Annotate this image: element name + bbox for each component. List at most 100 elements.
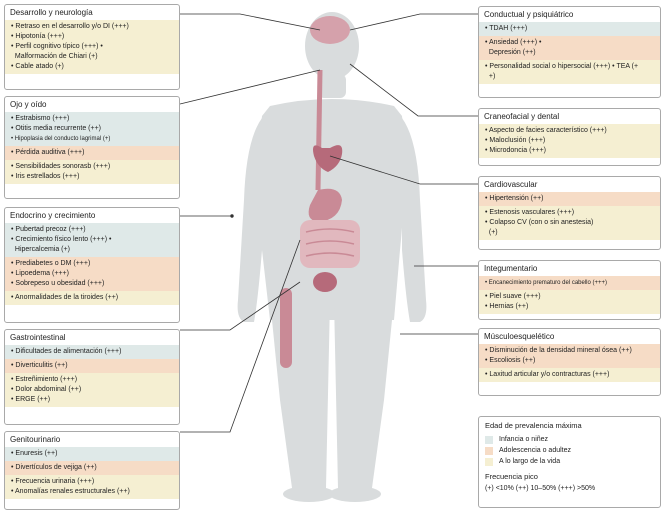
list-item: • Dificultades de alimentación (+++) (11, 348, 122, 355)
swatch-adolescence (485, 446, 493, 455)
list-item: Depresión (++) (488, 49, 536, 56)
list-item: • Crecimiento físico lento (+++) • (11, 236, 112, 243)
band-childhood: • Pubertad precoz (+++) • Crecimiento fí… (5, 223, 179, 257)
legend-title: Edad de prevalencia máxima (485, 421, 582, 430)
list-item: • Piel suave (+++) (485, 293, 541, 300)
list-item: • Ansiedad (+++) • (485, 39, 542, 46)
band-lifelong: • Piel suave (+++) • Hernias (++) (479, 290, 660, 314)
list-item: +) (488, 73, 496, 80)
band-adolescence: • Divertículos de vejiga (++) (5, 461, 179, 475)
list-item: • Cable atado (+) (11, 63, 64, 70)
list-item: • Perfil cognitivo típico (+++) • (11, 43, 103, 50)
list-item: Hipercalcemia (+) (14, 246, 70, 253)
list-item: • Hernias (++) (485, 303, 529, 310)
list-item: • Estenosis vasculares (+++) (485, 209, 575, 216)
band-adolescence: • Diverticulitis (++) (5, 359, 179, 373)
panel-title: Conductual y psiquiátrico (484, 10, 574, 19)
legend-label: A lo largo de la vida (499, 458, 561, 465)
band-lifelong: • Aspecto de facies característico (+++)… (479, 124, 660, 158)
panel-title: Desarrollo y neurología (10, 8, 93, 17)
list-item: • Laxitud articular y/o contracturas (++… (485, 371, 610, 378)
legend-item-adolescence: Adolescencia o adultez (479, 445, 660, 456)
bladder (313, 272, 337, 292)
swatch-childhood (485, 435, 493, 444)
legend-frequency-title: Frecuencia pico (485, 472, 538, 481)
panel-cardiovascular: Cardiovascular • Hipertensión (++) • Est… (478, 176, 661, 250)
list-item: • Anormalidades de la tiroides (++) (11, 294, 119, 301)
body-silhouette (237, 12, 427, 502)
panel-title: Músculoesquelético (484, 332, 555, 341)
list-item: • Iris estrellados (+++) (11, 173, 80, 180)
band-adolescence: • Hipertensión (++) (479, 192, 660, 206)
panel-title: Gastrointestinal (10, 333, 66, 342)
band-lifelong: • Sensibilidades sonorasb (+++) • Iris e… (5, 160, 179, 184)
thigh-muscle (280, 288, 292, 368)
list-item: • Enuresis (++) (11, 450, 58, 457)
list-item: • Frecuencia urinaria (+++) (11, 478, 95, 485)
panel-gastrointestinal: Gastrointestinal • Dificultades de alime… (4, 329, 180, 425)
band-lifelong: • Retraso en el desarrollo y/o DI (+++) … (5, 20, 179, 74)
list-item: • Colapso CV (con o sin anestesia) (485, 219, 594, 226)
band-childhood: • Dificultades de alimentación (+++) (5, 345, 179, 359)
panel-endocrino: Endocrino y crecimiento • Pubertad preco… (4, 207, 180, 323)
panel-musculoesqueletico: Músculoesquelético • Disminución de la d… (478, 328, 661, 396)
panel-title: Ojo y oído (10, 100, 47, 109)
list-item: • TDAH (+++) (485, 25, 528, 32)
legend-item-lifelong: A lo largo de la vida (479, 456, 660, 467)
list-item: • Personalidad social o hipersocial (+++… (485, 63, 639, 70)
legend-label: Infancia o niñez (499, 436, 549, 443)
panel-title: Endocrino y crecimiento (10, 211, 96, 220)
list-item: • Hipertensión (++) (485, 195, 544, 202)
panel-title: Craneofacial y dental (484, 112, 560, 121)
list-item: • Hipotonía (+++) (11, 33, 65, 40)
band-adolescence: • Ansiedad (+++) • Depresión (++) (479, 36, 660, 60)
list-item: • Divertículos de vejiga (++) (11, 464, 97, 471)
panel-genitourinario: Genitourinario • Enuresis (++) • Divertí… (4, 431, 180, 510)
band-lifelong: • Personalidad social o hipersocial (+++… (479, 60, 660, 84)
list-item: • Maloclusión (+++) (485, 137, 546, 144)
list-item: • Sobrepeso u obesidad (+++) (11, 280, 105, 287)
intestines (300, 220, 360, 268)
list-item: • Otitis media recurrente (++) (11, 125, 101, 132)
panel-title: Genitourinario (10, 435, 61, 444)
panel-craneofacial: Craneofacial y dental • Aspecto de facie… (478, 108, 661, 166)
panel-ojo-oido: Ojo y oído • Estrabismo (+++) • Otitis m… (4, 96, 180, 199)
heart (313, 145, 343, 172)
legend-item-childhood: Infancia o niñez (479, 434, 660, 445)
organs (280, 16, 360, 368)
list-item: • Dolor abdominal (++) (11, 386, 82, 393)
swatch-lifelong (485, 457, 493, 466)
legend-frequency-key: (+) <10% (++) 10–50% (+++) >50% (485, 485, 596, 492)
list-item: • Escoliosis (++) (485, 357, 536, 364)
legend-label: Adolescencia o adultez (499, 447, 571, 454)
panel-desarrollo: Desarrollo y neurología • Retraso en el … (4, 4, 180, 90)
band-lifelong: • Frecuencia urinaria (+++) • Anomalías … (5, 475, 179, 499)
esophagus (315, 69, 323, 191)
legend: Edad de prevalencia máxima Infancia o ni… (478, 416, 661, 508)
brain (310, 16, 350, 44)
list-item: • Prediabetes o DM (+++) (11, 260, 91, 267)
list-item: • Microdoncia (+++) (485, 147, 547, 154)
band-adolescence: • Prediabetes o DM (+++) • Lipoedema (++… (5, 257, 179, 291)
panel-integumentario: Integumentario • Encanecimiento prematur… (478, 260, 661, 320)
panel-title: Cardiovascular (484, 180, 538, 189)
list-item: • Anomalías renales estructurales (++) (11, 488, 130, 495)
panel-conductual: Conductual y psiquiátrico • TDAH (+++) •… (478, 6, 661, 98)
list-item: • Lipoedema (+++) (11, 270, 69, 277)
list-item: • Sensibilidades sonorasb (+++) (11, 163, 111, 170)
list-item: • Disminución de la densidad mineral óse… (485, 347, 632, 354)
list-item: • Pérdida auditiva (+++) (11, 149, 85, 156)
band-lifelong: • Anormalidades de la tiroides (++) (5, 291, 179, 305)
list-item: • Pubertad precoz (+++) (11, 226, 86, 233)
stomach (308, 188, 342, 222)
list-item: • Estrabismo (+++) (11, 115, 70, 122)
band-childhood: • Estrabismo (+++) • Otitis media recurr… (5, 112, 179, 146)
list-item: (+) (488, 229, 498, 236)
band-childhood: • TDAH (+++) (479, 22, 660, 36)
band-adolescence: • Encanecimiento prematuro del cabello (… (479, 276, 660, 290)
list-item: Malformación de Chiari (+) (14, 53, 98, 60)
band-childhood: • Enuresis (++) (5, 447, 179, 461)
list-item: • ERGE (++) (11, 396, 51, 403)
list-item: • Diverticulitis (++) (11, 362, 68, 369)
